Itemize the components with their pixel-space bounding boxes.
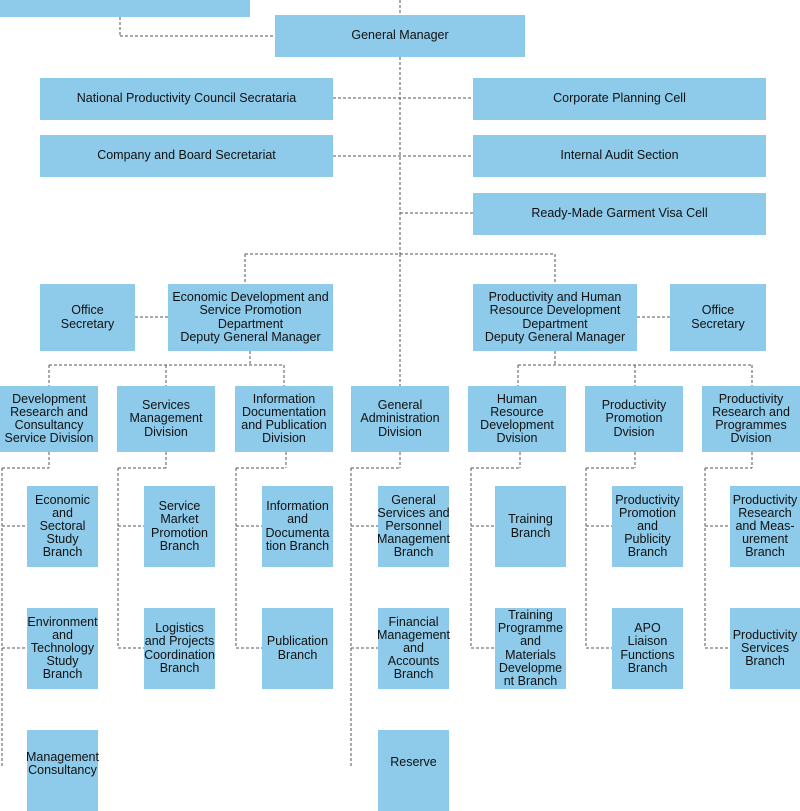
productivity-hrd-department-box: Productivity and Human Resource Developm… bbox=[473, 284, 637, 351]
division-box: Productivity Research and Programmes Dvi… bbox=[702, 386, 800, 452]
connector-lines bbox=[1, 0, 753, 768]
branch-box: Economic and Sectoral Study Branch bbox=[27, 486, 98, 567]
branch-box: Training Branch bbox=[495, 486, 566, 567]
division-box: Information Documentation and Publicatio… bbox=[235, 386, 333, 452]
branch-box: APO Liaison Functions Branch bbox=[612, 608, 683, 689]
division-box: Services Management Division bbox=[117, 386, 215, 452]
division-box: General Administration Division bbox=[351, 386, 449, 452]
office-secretary-right-box: Office Secretary bbox=[670, 284, 766, 351]
branch-box: Service Market Promotion Branch bbox=[144, 486, 215, 567]
branch-box: Reserve bbox=[378, 730, 449, 811]
general-manager-box: General Manager bbox=[275, 15, 525, 57]
corporate-planning-box: Corporate Planning Cell bbox=[473, 78, 766, 120]
branch-box: Productivity Services Branch bbox=[730, 608, 800, 689]
branch-box: Management Consultancy bbox=[26, 730, 99, 811]
branch-box: Logistics and Projects Coordination Bran… bbox=[144, 608, 215, 689]
branch-box: Financial Management and Accounts Branch bbox=[377, 608, 450, 689]
branch-box: Environment and Technology Study Branch bbox=[27, 608, 98, 689]
branch-box: Productivity Promotion and Publicity Bra… bbox=[612, 486, 683, 567]
office-secretary-left-box: Office Secretary bbox=[40, 284, 135, 351]
division-box: Human Resource Development Dvision bbox=[468, 386, 566, 452]
division-box: Development Research and Consultancy Ser… bbox=[0, 386, 98, 452]
rmg-visa-cell-box: Ready-Made Garment Visa Cell bbox=[473, 193, 766, 235]
economic-development-department-box: Economic Development and Service Promoti… bbox=[168, 284, 333, 351]
branch-box: Publication Branch bbox=[262, 608, 333, 689]
branch-box: Information and Documenta tion Branch bbox=[262, 486, 333, 567]
branch-box: General Services and Personnel Managemen… bbox=[377, 486, 450, 567]
board-secretariat-box: Company and Board Secretariat bbox=[40, 135, 333, 177]
internal-audit-box: Internal Audit Section bbox=[473, 135, 766, 177]
branch-box: Training Programme and Materials Develop… bbox=[495, 608, 566, 689]
cropped-top-box bbox=[0, 0, 250, 17]
npc-secretariat-box: National Productivity Council Secrataria bbox=[40, 78, 333, 120]
branch-box: Productivity Research and Meas- urement … bbox=[730, 486, 800, 567]
division-box: Productivity Promotion Dvision bbox=[585, 386, 683, 452]
